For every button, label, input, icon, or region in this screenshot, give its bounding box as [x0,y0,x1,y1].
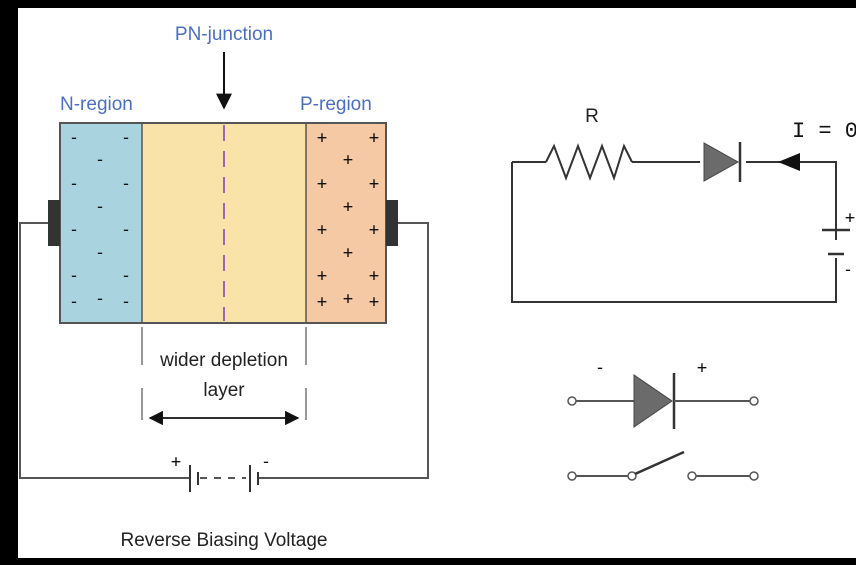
n-region-charges: -------------- [69,128,131,312]
resistor-label: R [585,106,599,127]
electron-charge-1: - [69,128,79,148]
hole-charge-14: + [369,292,379,312]
electron-charge-5: - [121,174,131,194]
p-region [306,123,386,323]
right-contact [386,200,398,246]
hole-charge-13: + [317,292,327,312]
open-switch-symbol [567,450,759,481]
diode-symbol-legend [567,373,759,429]
hole-charge-11: + [369,266,379,286]
resistor-symbol [545,143,633,182]
hole-charge-3: + [343,150,353,170]
battery-minus-sign: - [261,452,271,472]
depletion-label-line2: layer [203,380,245,401]
electron-charge-14: - [121,292,131,312]
electron-charge-13: - [69,292,79,312]
hole-charge-2: + [369,128,379,148]
legend-diode-body [633,374,673,428]
legend-diode-plus: + [697,358,707,378]
hole-charge-4: + [317,174,327,194]
legend-diode-minus: - [595,358,605,378]
circuit-diode-body [703,142,740,182]
electron-charge-7: - [69,220,79,240]
current-label: I = 0 [792,119,856,144]
depletion-width-bracket [141,327,307,426]
electron-charge-11: - [121,266,131,286]
reverse-bias-label: Reverse Biasing Voltage [120,530,327,551]
electron-charge-3: - [95,150,105,170]
circuit-battery-minus: - [843,260,853,280]
semiconductor-block [59,122,387,324]
hole-charge-1: + [317,128,327,148]
hole-charge-9: + [343,243,353,263]
pn-junction-label: PN-junction [175,24,273,45]
p-region-charges: + + + + + + + + + + + + + + [317,128,379,312]
hole-charge-12: + [343,289,353,309]
electron-charge-2: - [121,128,131,148]
current-arrow [778,153,800,171]
series-circuit [511,142,850,303]
hole-charge-7: + [317,220,327,240]
depletion-label-line1: wider depletion [159,350,288,371]
circuit-wire [511,161,837,303]
circuit-battery-plus: + [845,208,855,228]
electron-charge-9: - [95,243,105,263]
left-wire [19,222,190,479]
left-contact [48,200,60,246]
electron-charge-8: - [121,220,131,240]
bias-battery [189,465,259,492]
electron-charge-10: - [69,266,79,286]
hole-charge-10: + [317,266,327,286]
hole-charge-5: + [369,174,379,194]
battery-plus-sign: + [171,452,181,472]
n-region-label: N-region [60,94,133,115]
hole-charge-8: + [369,220,379,240]
right-wire [258,222,429,479]
hole-charge-6: + [343,197,353,217]
electron-charge-6: - [95,197,105,217]
p-region-label: P-region [300,94,372,115]
electron-charge-4: - [69,174,79,194]
electron-charge-12: - [95,289,105,309]
n-region [60,123,142,323]
